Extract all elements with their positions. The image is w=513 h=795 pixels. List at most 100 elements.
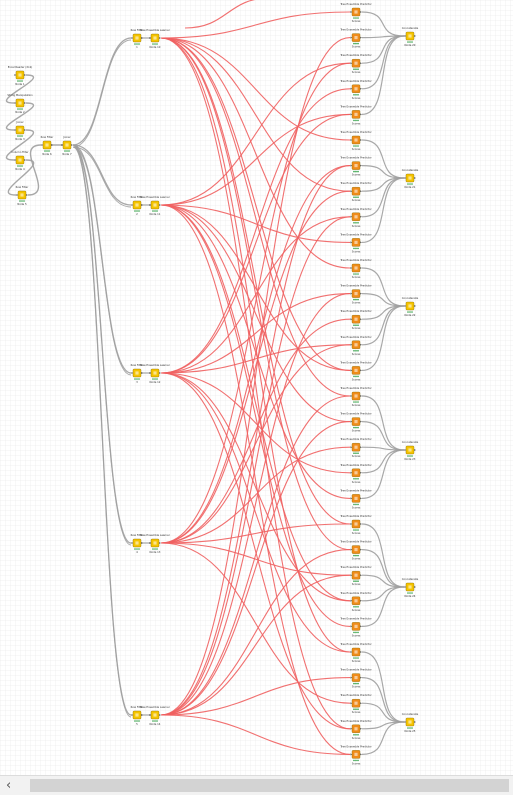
connection[interactable] — [72, 146, 132, 208]
output-port-icon[interactable] — [360, 343, 362, 346]
output-port-icon[interactable] — [360, 36, 362, 39]
model-connection[interactable] — [160, 549, 351, 716]
input-port-icon[interactable] — [149, 542, 152, 544]
connection[interactable] — [5, 74, 35, 104]
connection[interactable] — [27, 144, 42, 196]
workflow-node[interactable]: Excel Reader (XLS)Node 1 — [8, 65, 33, 86]
input-port-icon[interactable] — [350, 599, 353, 602]
connection[interactable] — [361, 523, 405, 588]
output-port-icon[interactable] — [141, 714, 143, 716]
output-port-icon[interactable] — [360, 87, 362, 90]
model-connection[interactable] — [160, 204, 351, 602]
connection[interactable] — [361, 305, 405, 371]
input-port-icon[interactable] — [350, 702, 353, 705]
model-connection[interactable] — [160, 37, 351, 141]
output-port-icon[interactable] — [159, 37, 161, 39]
chevron-left-icon[interactable]: ‹ — [6, 778, 12, 793]
output-port-icon[interactable] — [141, 372, 143, 374]
input-port-icon[interactable] — [350, 420, 353, 423]
connection[interactable] — [361, 35, 405, 115]
output-port-icon[interactable] — [24, 159, 26, 161]
model-connection[interactable] — [160, 372, 351, 653]
model-connection[interactable] — [160, 37, 351, 269]
output-port-icon[interactable] — [360, 471, 362, 474]
input-port-icon[interactable] — [350, 267, 353, 269]
model-connection[interactable] — [160, 204, 351, 243]
output-port-icon[interactable] — [414, 586, 416, 588]
connection[interactable] — [5, 102, 35, 131]
output-port-icon[interactable] — [159, 714, 161, 716]
output-port-icon[interactable] — [141, 37, 143, 39]
connection[interactable] — [361, 549, 405, 588]
model-connection[interactable] — [160, 542, 351, 704]
connection[interactable] — [361, 395, 405, 451]
model-connection[interactable] — [160, 37, 351, 716]
model-connection[interactable] — [160, 204, 351, 423]
model-connection[interactable] — [160, 344, 351, 544]
model-connection[interactable] — [160, 372, 351, 730]
model-connection[interactable] — [160, 62, 351, 544]
workflow-editor[interactable]: Excel Reader (XLS)Node 1 String Manipulat… — [0, 0, 513, 775]
output-port-icon[interactable] — [360, 548, 362, 551]
connection[interactable] — [361, 721, 405, 755]
output-port-icon[interactable] — [24, 102, 26, 104]
output-port-icon[interactable] — [414, 177, 416, 179]
connection[interactable] — [361, 177, 405, 243]
output-port-icon[interactable] — [24, 129, 26, 131]
model-connection[interactable] — [160, 574, 351, 716]
input-port-icon[interactable] — [14, 129, 17, 131]
model-connection[interactable] — [160, 165, 351, 544]
connection[interactable] — [361, 586, 405, 602]
model-connection[interactable] — [160, 37, 351, 397]
connection[interactable] — [361, 586, 405, 627]
input-port-icon[interactable] — [350, 318, 353, 321]
connection[interactable] — [361, 449, 405, 499]
output-port-icon[interactable] — [360, 241, 362, 244]
horizontal-scrollbar[interactable]: ‹ — [0, 775, 513, 795]
model-connection[interactable] — [160, 204, 351, 371]
input-port-icon[interactable] — [350, 343, 353, 346]
input-port-icon[interactable] — [61, 144, 64, 146]
output-port-icon[interactable] — [414, 305, 416, 307]
output-port-icon[interactable] — [360, 651, 362, 653]
model-connection[interactable] — [160, 204, 351, 499]
input-port-icon[interactable] — [350, 727, 353, 730]
connection[interactable] — [361, 139, 405, 179]
output-port-icon[interactable] — [360, 215, 362, 218]
output-port-icon[interactable] — [360, 113, 362, 116]
input-port-icon[interactable] — [350, 190, 353, 193]
model-connection[interactable] — [160, 523, 351, 544]
model-connection[interactable] — [160, 446, 351, 544]
input-port-icon[interactable] — [404, 721, 407, 723]
output-port-icon[interactable] — [360, 369, 362, 372]
connection[interactable] — [361, 449, 405, 474]
output-port-icon[interactable] — [360, 139, 362, 141]
output-port-icon[interactable] — [360, 62, 362, 65]
output-port-icon[interactable] — [141, 542, 143, 544]
output-port-icon[interactable] — [26, 194, 28, 196]
output-port-icon[interactable] — [360, 676, 362, 679]
model-connection[interactable] — [160, 11, 351, 39]
model-connection[interactable] — [160, 395, 351, 716]
output-port-icon[interactable] — [24, 74, 26, 76]
connection[interactable] — [361, 702, 405, 723]
input-port-icon[interactable] — [350, 369, 353, 372]
input-port-icon[interactable] — [149, 204, 152, 206]
output-port-icon[interactable] — [360, 727, 362, 730]
